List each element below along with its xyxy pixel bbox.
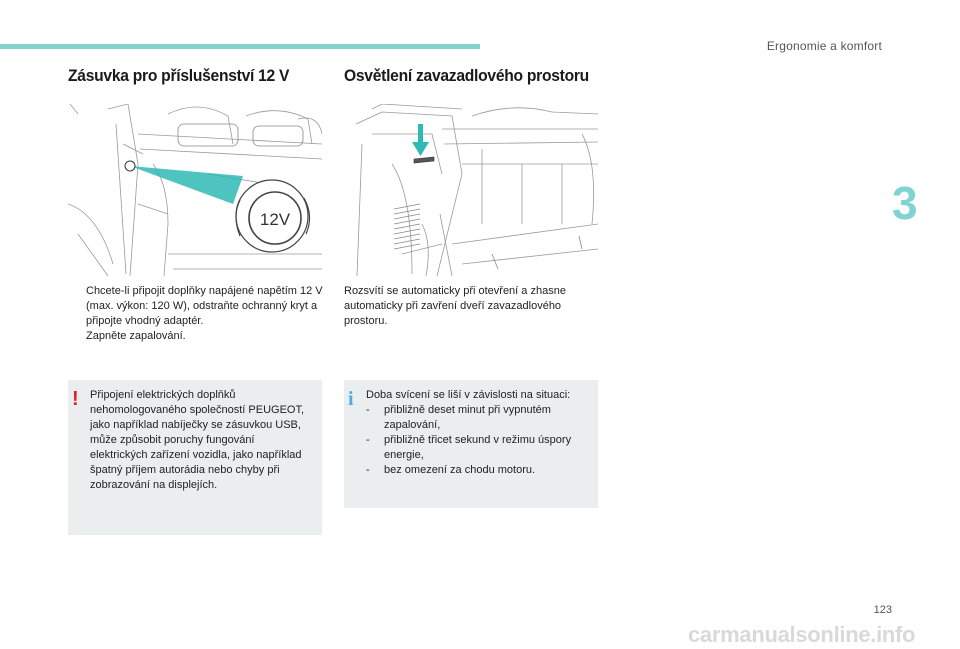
list-item-text: přibližně deset minut při vypnutém zapal… <box>384 404 551 431</box>
info-box: i Doba svícení se liší v závislosti na s… <box>344 380 598 508</box>
dash-icon: - <box>366 434 370 446</box>
highlight-beam <box>130 166 243 204</box>
list-item: - bez omezení za chodu motoru. <box>366 463 590 478</box>
watermark: carmanualsonline.info <box>688 622 916 647</box>
socket-illustration-svg: 12V <box>68 104 322 276</box>
list-item: - přibližně deset minut při vypnutém zap… <box>366 403 590 433</box>
socket-label: 12V <box>260 210 291 229</box>
socket-location-icon <box>124 160 136 172</box>
instruction-step: Zapněte zapalování. <box>68 329 326 344</box>
list-item: - přibližně třicet sekund v režimu úspor… <box>366 433 590 463</box>
trunk-sketch-lines <box>68 104 322 276</box>
list-item-text: bez omezení za chodu motoru. <box>384 464 536 476</box>
floor-hooks <box>491 235 583 270</box>
info-icon: i <box>348 388 354 410</box>
info-list: - přibližně deset minut při vypnutém zap… <box>366 403 590 478</box>
socket-closeup-icon: 12V <box>235 179 311 253</box>
warning-icon: ! <box>72 388 79 410</box>
chapter-number: 3 <box>892 177 918 229</box>
arrow-down-icon <box>412 124 429 156</box>
instruction-text: Chcete-li připojit doplňky napájené napě… <box>86 285 323 327</box>
page-number: 123 <box>873 604 892 616</box>
dash-icon: - <box>366 404 370 416</box>
top-accent-bar <box>0 44 480 49</box>
section-title-lighting: Osvětlení zavazadlového prostoru <box>344 66 589 85</box>
lighting-description: Rozsvítí se automaticky při otevření a z… <box>344 285 566 327</box>
chapter-title: Ergonomie a komfort <box>766 39 882 53</box>
info-intro: Doba svícení se liší v závislosti na sit… <box>366 389 571 401</box>
lamp-icon <box>413 156 435 164</box>
dash-icon: - <box>366 464 370 476</box>
boot-light-illustration <box>342 104 598 276</box>
boot-light-illustration-svg <box>355 104 598 276</box>
warning-box: ! Připojení elektrických doplňků nehomol… <box>68 380 322 535</box>
vent-grille <box>393 203 421 250</box>
socket-illustration: 12V <box>68 104 322 276</box>
list-item-text: přibližně třicet sekund v režimu úspory … <box>384 434 572 461</box>
warning-text: Připojení elektrických doplňků nehomolog… <box>90 389 305 491</box>
section-title-socket: Zásuvka pro příslušenství 12 V <box>68 66 290 85</box>
instruction-text: Zapněte zapalování. <box>86 330 186 342</box>
instruction-step: Chcete-li připojit doplňky napájené napě… <box>68 284 326 329</box>
boot-sketch-lines <box>355 104 598 276</box>
seat-sketch <box>177 123 304 147</box>
socket-instructions: Chcete-li připojit doplňky napájené napě… <box>68 284 326 344</box>
